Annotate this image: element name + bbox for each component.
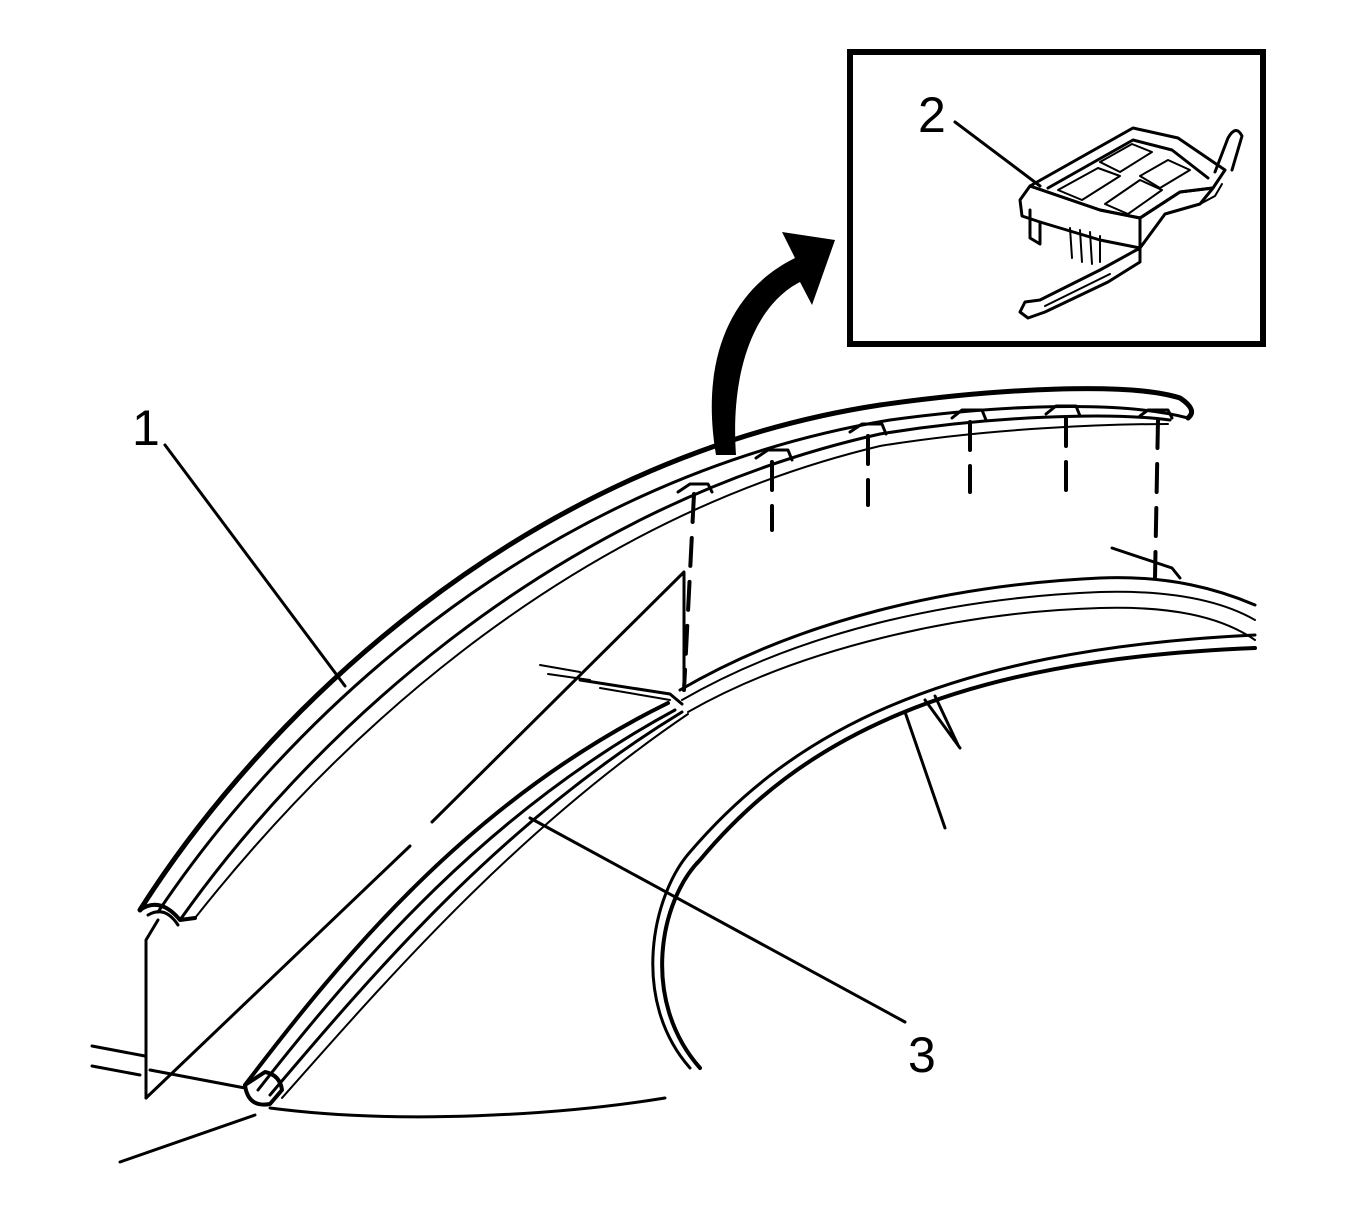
roof-rail: [90, 546, 1257, 1164]
callout-2-label: 2: [918, 87, 946, 143]
curved-arrow-icon: [711, 232, 835, 455]
molding: [137, 386, 1195, 927]
clip-detail-inset: 2: [847, 49, 1266, 347]
callout-3-label: 3: [908, 1027, 936, 1083]
inset-frame: [847, 49, 1266, 347]
callout-1-label: 1: [132, 400, 160, 456]
callout-1-leader: [163, 443, 347, 688]
clip-drawing: [1018, 126, 1244, 320]
callout-3-leader: [528, 816, 907, 1024]
callout-2-leader: [953, 120, 1042, 188]
